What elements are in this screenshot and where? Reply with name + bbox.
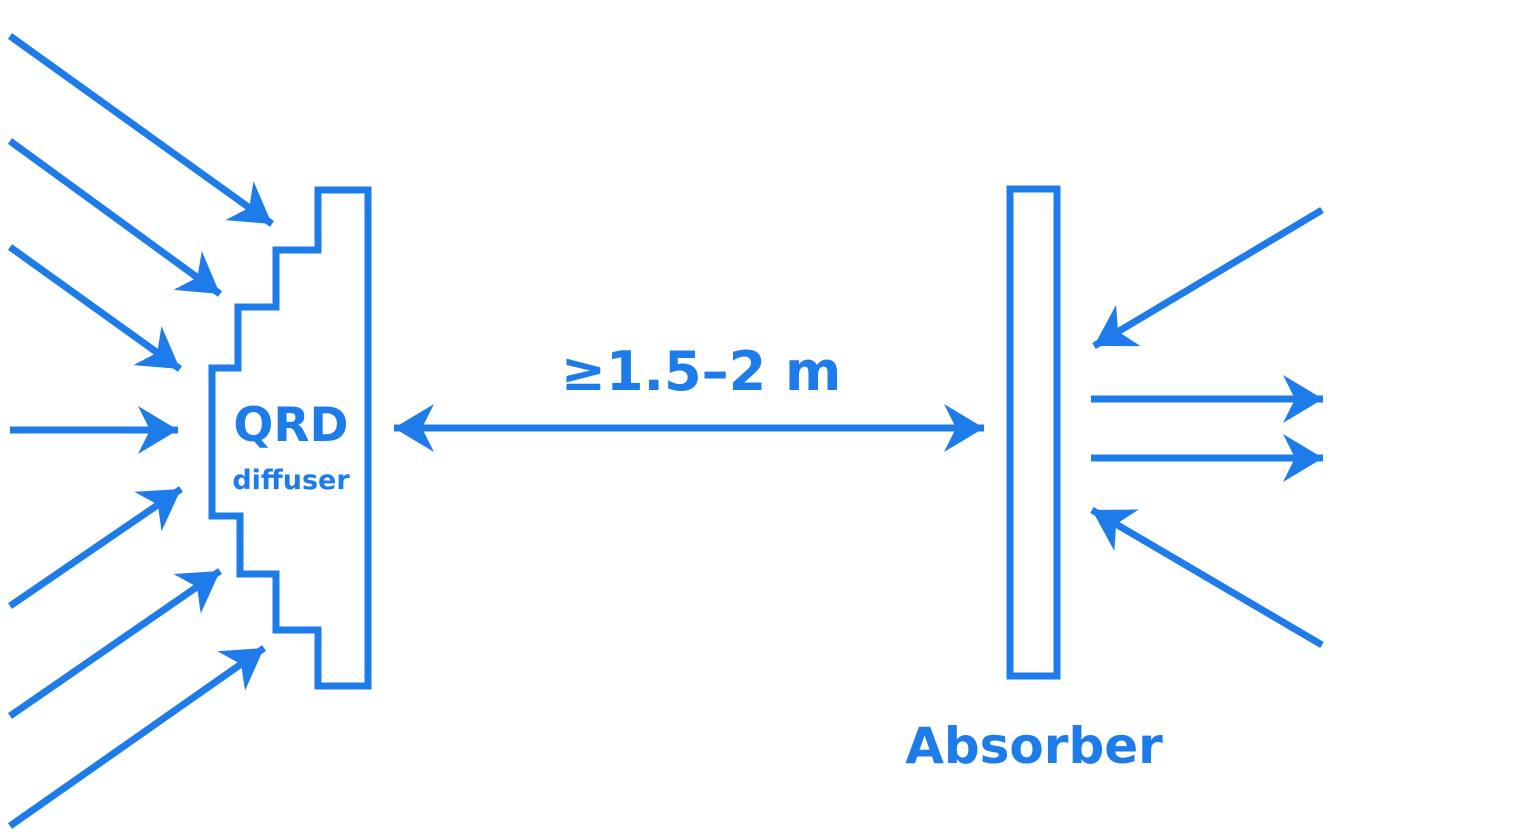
- incident-arrows: [7, 33, 275, 829]
- absorber-side-arrows: [1090, 206, 1324, 649]
- incident-arrow-2: [7, 138, 223, 297]
- incident-arrow-3: [7, 244, 183, 372]
- absorber-panel: [1006, 185, 1061, 680]
- incident-arrow-6: [8, 568, 222, 719]
- diffuser-title: QRD: [233, 398, 348, 453]
- incident-arrow-7: [7, 645, 267, 829]
- diffuser-subtitle: diffuser: [232, 465, 350, 496]
- incident-arrow-5: [8, 486, 183, 609]
- absorber-label: Absorber: [905, 717, 1163, 775]
- distance-label: ≥1.5–2 m: [561, 340, 842, 403]
- incoming-arrow-lower: [1090, 506, 1324, 649]
- qrd-diffuser-outline: [208, 186, 372, 690]
- incoming-arrow-upper: [1092, 206, 1324, 350]
- incident-arrow-1: [7, 33, 275, 227]
